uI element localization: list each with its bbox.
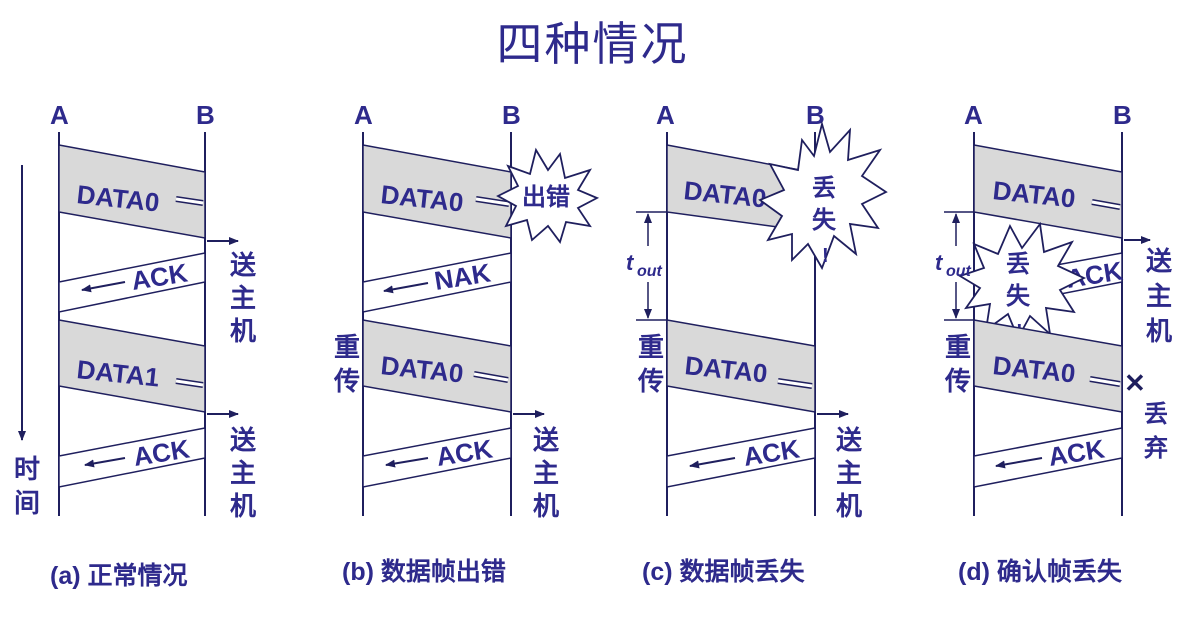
panel-c-deliver-char3: 机 bbox=[836, 491, 862, 521]
panel-d-timeout-sub: out bbox=[946, 263, 972, 280]
panel-a-deliver-1-char2: 主 bbox=[230, 283, 256, 313]
panel-d-lost-char2: 失 bbox=[1006, 283, 1031, 310]
panel-b-deliver-char1: 送 bbox=[533, 425, 559, 455]
panel-b-error-burst bbox=[496, 147, 600, 244]
panel-d: A B DATA0 送 主 机 ACK 丢 失 ! t out 重 传 DATA… bbox=[935, 100, 1172, 586]
panel-a-frame-data1-arrow-fill bbox=[175, 379, 204, 387]
panel-a-ack1-label: ACK bbox=[131, 433, 192, 471]
panel-b-caption: (b) 数据帧出错 bbox=[342, 558, 506, 586]
panel-d-frame-data0 bbox=[973, 144, 1123, 239]
panel-a-ack0 bbox=[58, 252, 206, 313]
time-axis-label-char1: 时 bbox=[14, 454, 40, 484]
panel-a-frame-data1 bbox=[58, 319, 206, 413]
panel-a-ack1 bbox=[58, 427, 206, 488]
panel-b: A B DATA0 出错 NAK 重 传 DATA0 送 主 机 ACK (b)… bbox=[333, 100, 600, 586]
panel-d-frame-retx-arrow-fill bbox=[1089, 377, 1121, 386]
panel-c-ack-arrow bbox=[689, 457, 736, 469]
panel-b-deliver-char3: 机 bbox=[533, 491, 559, 521]
panel-a-node-b: B bbox=[196, 100, 215, 130]
panel-c: A B DATA0 丢 失 ! t out 重 传 DATA0 送 主 机 AC… bbox=[626, 100, 888, 586]
panel-a-deliver-1-char1: 送 bbox=[230, 250, 256, 280]
panel-a-ack0-label: ACK bbox=[129, 257, 190, 295]
panel-b-deliver-char2: 主 bbox=[533, 458, 559, 488]
panel-c-lost-char1: 丢 bbox=[812, 175, 836, 202]
panel-a-caption: (a) 正常情况 bbox=[50, 562, 188, 590]
panel-a-ack0-arrow bbox=[81, 281, 126, 293]
panel-d-retransmit-char2: 传 bbox=[944, 366, 971, 396]
panel-d-discard-char1: 丢 bbox=[1144, 401, 1168, 428]
panel-d-discard-char2: 弃 bbox=[1144, 434, 1168, 462]
panel-b-ack-arrow bbox=[385, 457, 429, 468]
panel-b-node-a: A bbox=[354, 100, 373, 130]
panel-a-node-a: A bbox=[50, 100, 69, 130]
panel-c-lost-char2: 失 bbox=[812, 207, 837, 234]
panel-c-ack bbox=[666, 427, 816, 488]
panel-b-error-label: 出错 bbox=[522, 184, 570, 211]
panel-d-deliver-char1: 送 bbox=[1146, 246, 1172, 276]
panel-c-deliver-char1: 送 bbox=[836, 425, 862, 455]
panel-b-frame-data0-arrow-fill bbox=[475, 197, 510, 206]
panel-c-timeout-t: t bbox=[626, 250, 635, 275]
panel-c-retransmit-char2: 传 bbox=[637, 366, 664, 396]
panel-a-deliver-2-char1: 送 bbox=[230, 425, 256, 455]
panel-c-node-a: A bbox=[656, 100, 675, 130]
panel-a-deliver-1-char3: 机 bbox=[230, 316, 256, 346]
panel-d-deliver-char3: 机 bbox=[1146, 316, 1172, 346]
panel-d-discard-x-icon: ✕ bbox=[1124, 368, 1146, 398]
panel-c-frame-retx-arrow-fill bbox=[777, 379, 813, 388]
panel-c-frame-data0-retx bbox=[666, 319, 816, 413]
panel-c-timeout-sub: out bbox=[637, 263, 663, 280]
panel-d-ack1-label: ACK bbox=[1046, 433, 1107, 471]
panel-a-frame-data0-arrow-fill bbox=[175, 197, 204, 205]
panel-b-retransmit-char1: 重 bbox=[334, 332, 360, 362]
panel-d-lost-char1: 丢 bbox=[1006, 251, 1030, 278]
panel-c-caption: (c) 数据帧丢失 bbox=[642, 558, 806, 586]
panel-d-retransmit-char1: 重 bbox=[945, 332, 971, 362]
panel-d-deliver-char2: 主 bbox=[1146, 281, 1172, 311]
panel-c-deliver-char2: 主 bbox=[836, 458, 862, 488]
page-title: 四种情况 bbox=[496, 17, 689, 71]
panel-d-frame-data0-arrow-fill bbox=[1091, 200, 1121, 209]
panel-c-lost-burst bbox=[758, 120, 888, 271]
panel-d-frame-data0-retx bbox=[973, 319, 1123, 413]
panel-b-frame-data0 bbox=[362, 144, 512, 239]
panel-a-deliver-2-char3: 机 bbox=[230, 491, 256, 521]
panel-d-ack1-arrow bbox=[995, 457, 1043, 469]
panel-d-lost-burst bbox=[957, 221, 1087, 341]
panel-a: A B DATA0 送 主 机 ACK DATA1 送 主 机 ACK 时 间 … bbox=[14, 100, 256, 590]
time-axis-label-char2: 间 bbox=[14, 488, 40, 518]
panel-c-retransmit-char1: 重 bbox=[638, 332, 664, 362]
panel-d-caption: (d) 确认帧丢失 bbox=[958, 557, 1123, 586]
panel-b-ack-label: ACK bbox=[434, 433, 495, 471]
panel-c-ack-label: ACK bbox=[741, 433, 802, 471]
panel-b-nak bbox=[362, 252, 512, 313]
panel-d-node-b: B bbox=[1113, 100, 1132, 130]
panel-b-frame-data0-retx bbox=[362, 319, 512, 413]
panel-b-nak-arrow bbox=[383, 282, 429, 294]
panel-d-ack1 bbox=[973, 427, 1123, 488]
panel-b-frame-retx-arrow-fill bbox=[473, 372, 509, 382]
panel-d-timeout-t: t bbox=[935, 250, 944, 275]
panel-a-deliver-2-char2: 主 bbox=[230, 458, 256, 488]
panel-b-node-b: B bbox=[502, 100, 521, 130]
panel-b-retransmit-char2: 传 bbox=[333, 366, 360, 396]
panel-b-ack bbox=[362, 427, 512, 488]
panel-a-frame-data0 bbox=[58, 144, 206, 239]
panel-c-lost-char3: ! bbox=[822, 245, 829, 267]
panel-d-node-a: A bbox=[964, 100, 983, 130]
panel-a-ack1-arrow bbox=[84, 457, 126, 468]
panel-c-node-b: B bbox=[806, 100, 825, 130]
panel-b-nak-label: NAK bbox=[432, 257, 493, 295]
